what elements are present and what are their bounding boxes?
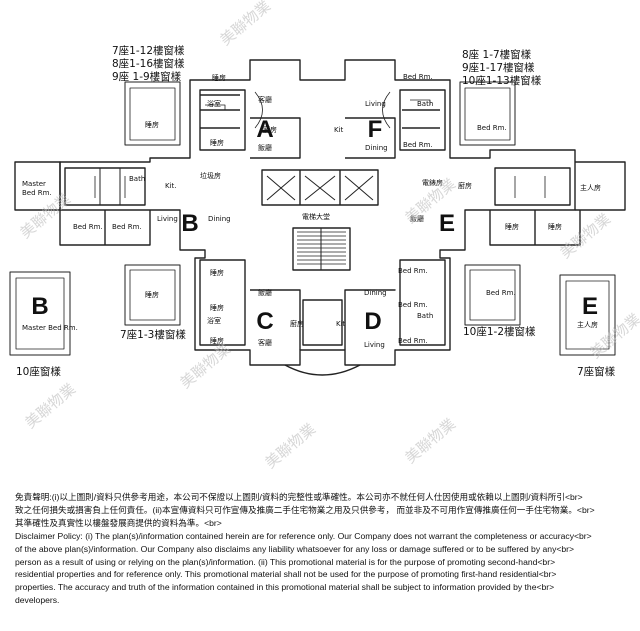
room-label: 浴室 bbox=[207, 100, 221, 108]
room-label: 睡房 bbox=[210, 139, 224, 147]
room-label: Bed Rm. bbox=[403, 141, 433, 149]
building-outline bbox=[59, 59, 576, 366]
room-label: Kit bbox=[334, 126, 344, 134]
floor-plan bbox=[9, 59, 626, 376]
window-note-bottom-left-corner: 10座窗樣 bbox=[16, 366, 61, 378]
room-label: Kit. bbox=[165, 182, 177, 190]
disclaimer-line: 致之任何損失或損害負上任何責任。(ii)本宣傳資料只可作宣傳及推廣二手住宅物業之… bbox=[15, 504, 595, 515]
room-label: Bed Rm. bbox=[398, 301, 428, 309]
room-label: Bath bbox=[129, 175, 146, 183]
disclaimer-line: person as a result of using or relying o… bbox=[15, 556, 556, 567]
room-label: Living bbox=[365, 100, 386, 108]
room-label: 客廳 bbox=[258, 339, 272, 347]
room-label: Dining bbox=[208, 215, 231, 223]
room-label: 廚房 bbox=[263, 126, 277, 134]
window-note-bottom-right-mid: 10座1-2樓窗樣 bbox=[463, 326, 536, 338]
room-label: 睡房 bbox=[145, 121, 159, 129]
unit-f-label: F bbox=[367, 116, 383, 143]
room-label: Dining bbox=[365, 144, 388, 152]
disclaimer-line: 其準確性及真實性以樓盤發展商提供的資料為準。<br> bbox=[15, 517, 222, 528]
room-label: 垃圾房 bbox=[200, 172, 221, 180]
room-label: Bath bbox=[417, 100, 434, 108]
unit-e-corner-label: E bbox=[581, 293, 599, 320]
room-label: 客廳 bbox=[258, 96, 272, 104]
room-label: Bed Rm. bbox=[486, 289, 516, 297]
unit-a-label: A bbox=[256, 116, 274, 143]
room-label: Bed Rm. bbox=[73, 223, 103, 231]
disclaimer-line: developers. bbox=[15, 595, 60, 606]
room-label: 主人房 bbox=[577, 321, 598, 329]
unit-d-label: D bbox=[364, 308, 382, 335]
disclaimer-line: Disclaimer Policy: (i) The plan(s)/infor… bbox=[15, 530, 592, 541]
room-label: Bed Rm. bbox=[403, 73, 433, 81]
room-label: 主人房 bbox=[580, 184, 601, 192]
room-label: Kit bbox=[336, 320, 346, 328]
room-label: Living bbox=[157, 215, 178, 223]
room-label: Bed Rm. bbox=[398, 337, 428, 345]
room-label: Master Bed Rm. bbox=[22, 324, 78, 332]
unit-b-corner-label: B bbox=[31, 293, 49, 320]
room-label: 睡房 bbox=[145, 291, 159, 299]
room-label: 睡房 bbox=[210, 269, 224, 277]
room-label: 飯廳 bbox=[410, 215, 424, 223]
disclaimer-line: of the above plan(s)/information. Our Co… bbox=[15, 543, 575, 554]
disclaimer-text: 免責聲明:(i)以上圖則/資料只供參考用途，本公司不保證以上圖則/資料的完整性或… bbox=[15, 491, 630, 607]
window-note-bottom-right-corner: 7座窗樣 bbox=[577, 366, 616, 378]
room-label: Bath bbox=[417, 312, 434, 320]
room-label: Living bbox=[364, 341, 385, 349]
elevator-hall-label: 電梯大堂 bbox=[302, 213, 330, 221]
disclaimer-line: 免責聲明:(i)以上圖則/資料只供參考用途，本公司不保證以上圖則/資料的完整性或… bbox=[15, 492, 583, 502]
unit-c-label: C bbox=[256, 308, 274, 335]
room-label: 睡房 bbox=[505, 223, 519, 231]
unit-e-label: E bbox=[438, 210, 456, 237]
room-label: 睡房 bbox=[210, 304, 224, 312]
room-label: Bed Rm. bbox=[112, 223, 142, 231]
disclaimer-line: residential properties and for reference… bbox=[15, 569, 557, 580]
unit-b-label: B bbox=[181, 210, 199, 237]
room-label: 睡房 bbox=[548, 223, 562, 231]
meter-room-label: 電錶房 bbox=[422, 179, 443, 187]
room-label: Bed Rm. bbox=[477, 124, 507, 132]
room-label: 睡房 bbox=[210, 337, 224, 345]
window-note-bottom-left-mid: 7座1-3樓窗樣 bbox=[120, 329, 186, 341]
disclaimer-line: properties. The accuracy and truth of th… bbox=[15, 582, 555, 593]
room-label: Master Bed Rm. bbox=[22, 180, 52, 197]
room-label: Dining bbox=[364, 289, 387, 297]
room-label: 廚房 bbox=[458, 182, 472, 190]
room-label: 睡房 bbox=[212, 74, 226, 82]
room-label: 廚房 bbox=[290, 320, 304, 328]
room-label: Bed Rm. bbox=[398, 267, 428, 275]
room-label: 飯廳 bbox=[258, 289, 272, 297]
room-label: 浴室 bbox=[207, 317, 221, 325]
room-label: 飯廳 bbox=[258, 144, 272, 152]
